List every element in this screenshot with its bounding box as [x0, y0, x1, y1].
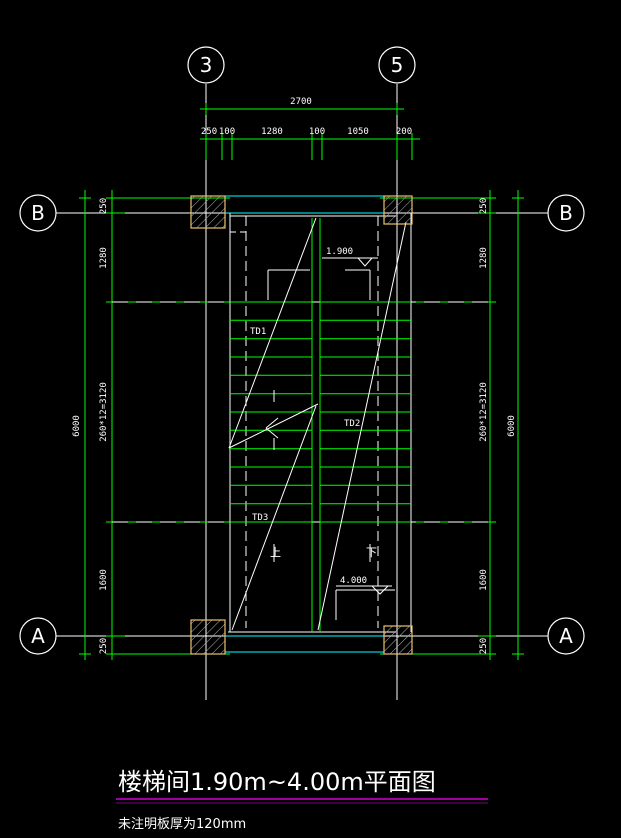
tag-down: 下: [366, 546, 377, 559]
drawing-note: 未注明板厚为120mm: [118, 817, 246, 832]
dim-right-part-1: 250: [479, 198, 489, 214]
dim-left-total: 6000: [72, 415, 82, 437]
axis-label-a-right: A: [559, 624, 573, 648]
dim-right-part-2: 1280: [479, 247, 489, 269]
dim-right-part-3: 260*12=3120: [479, 382, 489, 442]
column-a3: [190, 619, 226, 655]
axis-label-3: 3: [200, 53, 213, 77]
drawing-title: 楼梯间1.90m~4.00m平面图: [118, 768, 436, 796]
dim-top-part-5: 1050: [347, 127, 369, 137]
dashed-centerlines: [112, 301, 490, 523]
right-dimensions: [380, 190, 524, 660]
break-lines: [228, 217, 407, 631]
tag-up: 上: [270, 546, 281, 559]
axis-label-5: 5: [391, 53, 404, 77]
dim-left-part-2: 1280: [99, 247, 109, 269]
axis-label-b-left: B: [31, 201, 45, 225]
top-dimensions: [200, 103, 420, 160]
shaft-outline: [228, 213, 412, 633]
dim-left-part-4: 1600: [99, 569, 109, 591]
axis-bubble-b-right: [547, 194, 585, 232]
axis-bubble-a-right: [547, 617, 585, 655]
dim-left-part-1: 250: [99, 198, 109, 214]
axis-bubble-b-left: [19, 194, 57, 232]
dim-top-part-1: 250: [201, 127, 217, 137]
axis-label-b-right: B: [559, 201, 573, 225]
tag-td3: TD3: [252, 513, 268, 523]
dim-right-part-5: 250: [479, 638, 489, 654]
dim-left-part-3: 260*12=3120: [99, 382, 109, 442]
tag-td1: TD1: [250, 327, 266, 337]
dim-top-part-6: 200: [396, 127, 412, 137]
dim-top-total: 2700: [290, 97, 312, 107]
stair-treads: [230, 301, 411, 523]
elevation-marker-upper: [322, 257, 378, 267]
column-a5: [383, 625, 413, 655]
columns: [190, 195, 413, 655]
dim-top-part-4: 100: [309, 127, 325, 137]
dim-left-part-5: 250: [99, 638, 109, 654]
elevation-upper: 1.900: [326, 247, 353, 257]
grid-lines: [56, 84, 548, 700]
walls: [225, 195, 384, 653]
elevation-marker-lower: [336, 585, 392, 595]
column-b3: [190, 195, 226, 229]
stair-divider: [311, 218, 321, 632]
elevation-lower: 4.000: [340, 576, 367, 586]
axis-bubbles: [19, 46, 585, 655]
axis-bubble-5: [378, 46, 416, 84]
column-b5: [383, 195, 413, 225]
axis-bubble-3: [187, 46, 225, 84]
dim-top-part-2: 100: [219, 127, 235, 137]
axis-label-a-left: A: [31, 624, 45, 648]
dim-right-total: 6000: [507, 415, 517, 437]
dim-right-part-4: 1600: [479, 569, 489, 591]
axis-bubble-a-left: [19, 617, 57, 655]
tag-td2: TD2: [344, 419, 360, 429]
dim-top-part-3: 1280: [261, 127, 283, 137]
